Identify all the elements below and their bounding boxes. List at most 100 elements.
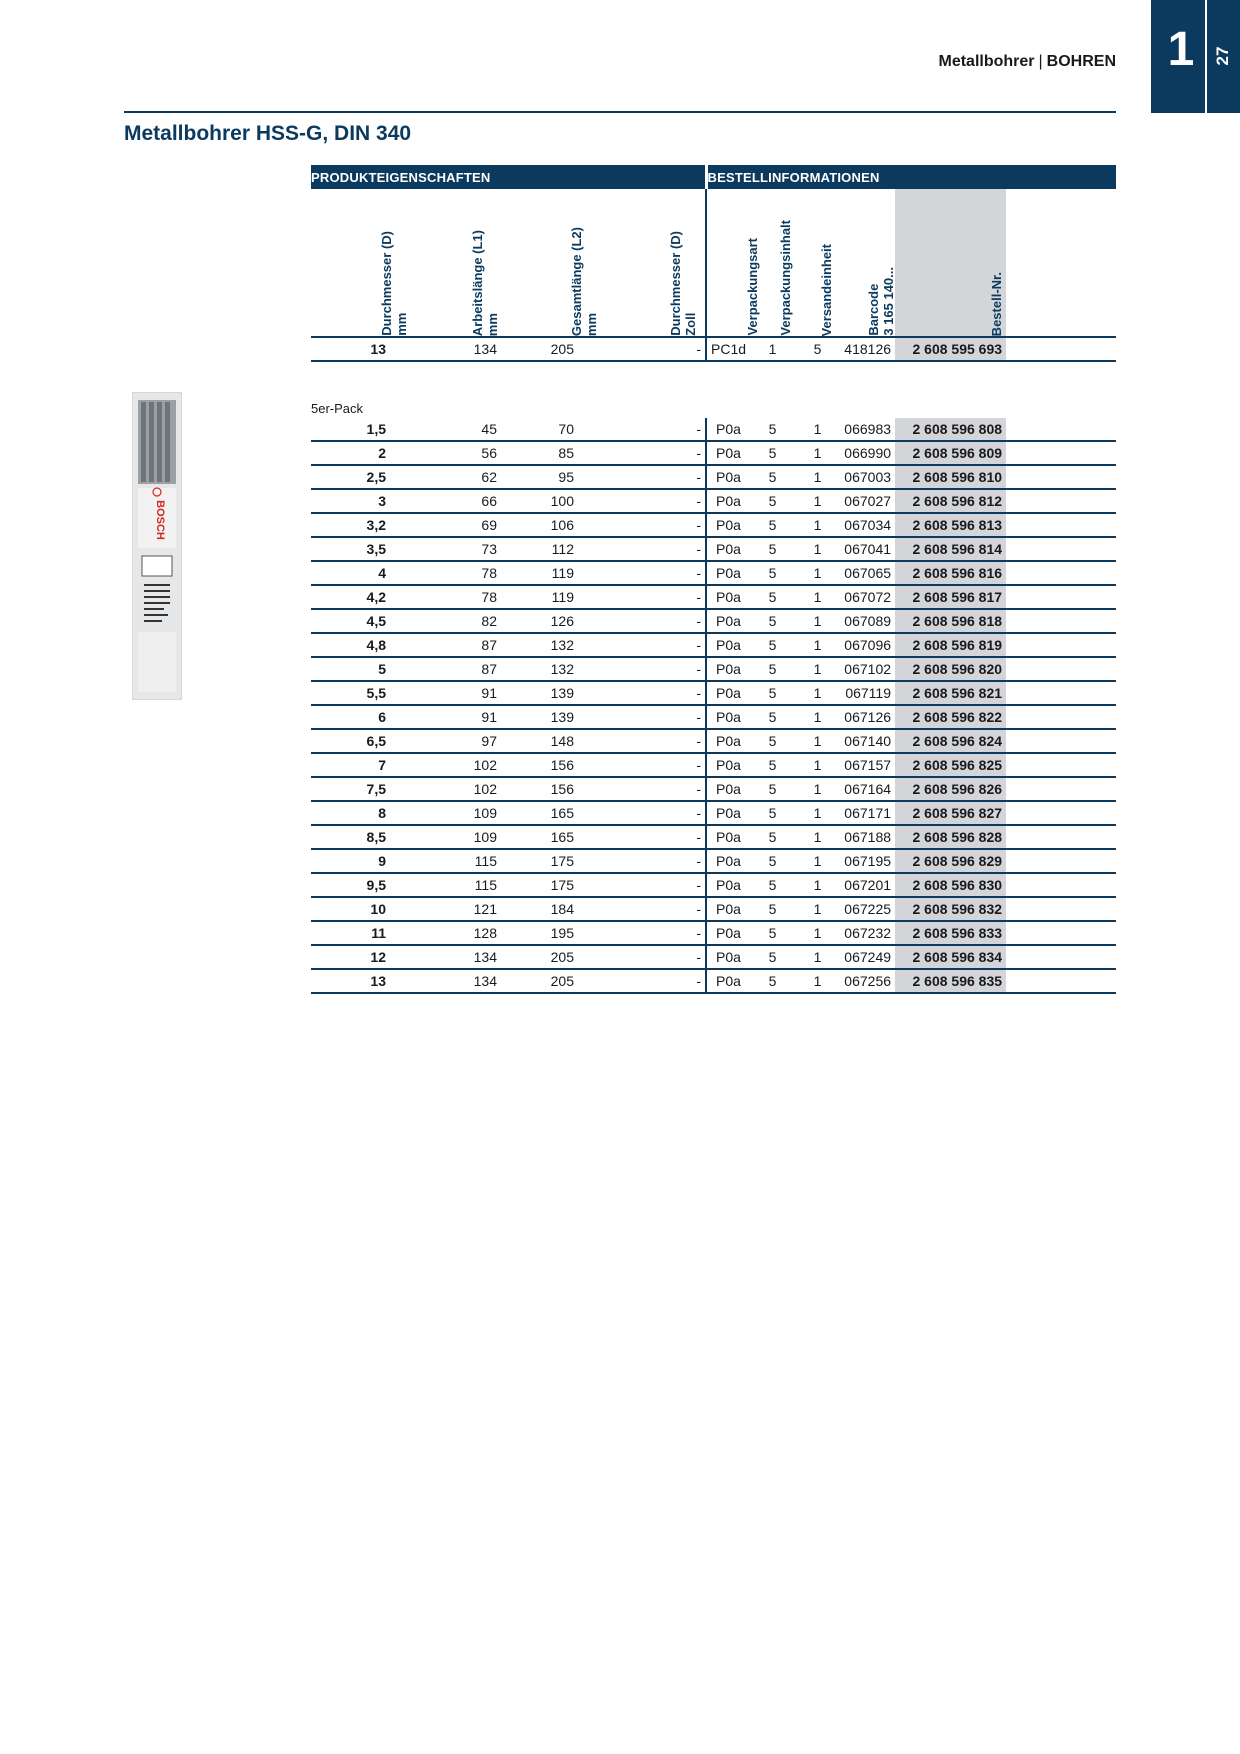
cell-diameter-mm: 4,2 [311,585,408,610]
cell-total-length: 184 [507,897,606,922]
cell-packaging-content: 5 [750,537,796,562]
cell-shipping-unit: 1 [795,945,841,970]
section-label: Metallbohrer [938,53,1035,70]
cell-working-length: 134 [408,969,507,994]
cell-empty [1006,729,1117,754]
cell-order-number: 2 608 596 832 [895,897,1007,922]
cell-order-number: 2 608 596 833 [895,921,1007,946]
cell-order-number: 2 608 596 816 [895,561,1007,586]
cell-packaging-content: 5 [750,801,796,826]
col-header-empty [1006,189,1117,338]
cell-packaging-type: P0a [706,801,751,826]
cell-barcode: 067065 [840,561,896,586]
cell-empty [1006,897,1117,922]
cell-packaging-type: P0a [706,777,751,802]
cell-working-length: 62 [408,465,507,490]
cell-total-length: 119 [507,561,606,586]
cell-order-number: 2 608 596 830 [895,873,1007,898]
cell-barcode: 067096 [840,633,896,658]
cell-packaging-content: 5 [750,609,796,634]
cell-empty [1006,705,1117,730]
cell-diameter-inch: - [606,873,708,898]
cell-packaging-content: 5 [750,777,796,802]
cell-working-length: 45 [408,418,507,442]
cell-diameter-inch: - [606,705,708,730]
cell-order-number: 2 608 596 818 [895,609,1007,634]
product-table: PRODUKTEIGENSCHAFTEN BESTELLINFORMATIONE… [311,165,1117,994]
cell-order-number: 2 608 596 809 [895,441,1007,466]
cell-diameter-mm: 5 [311,657,408,682]
cell-empty [1006,561,1117,586]
cell-shipping-unit: 1 [795,657,841,682]
cell-barcode: 067041 [840,537,896,562]
cell-packaging-content: 5 [750,849,796,874]
col-header-diameter-mm: Durchmesser (D)mm [311,189,409,338]
cell-total-length: 95 [507,465,606,490]
cell-packaging-type: P0a [706,969,751,994]
cell-packaging-content: 5 [750,705,796,730]
col-header-total-length: Gesamtlänge (L2)mm [507,189,606,338]
cell-diameter-inch: - [606,945,708,970]
cell-diameter-mm: 3,5 [311,537,408,562]
cell-order-number: 2 608 596 810 [895,465,1007,490]
cell-diameter-mm: 12 [311,945,408,970]
cell-packaging-type: P0a [706,465,751,490]
page-number: 27 [1213,46,1232,66]
pack-label-row: 5er-Pack [311,392,1116,418]
cell-working-length: 66 [408,489,507,514]
group-header-row: PRODUKTEIGENSCHAFTEN BESTELLINFORMATIONE… [311,165,1117,189]
cell-order-number: 2 608 596 814 [895,537,1007,562]
cell-diameter-inch: - [606,969,708,994]
cell-diameter-inch: - [606,337,708,362]
cell-diameter-inch: - [606,489,708,514]
cell-diameter-mm: 11 [311,921,408,946]
cell-total-length: 119 [507,585,606,610]
cell-diameter-inch: - [606,753,708,778]
running-header: Metallbohrer|BOHREN [938,53,1116,71]
cell-order-number: 2 608 596 829 [895,849,1007,874]
cell-total-length: 195 [507,921,606,946]
cell-diameter-inch: - [606,657,708,682]
cell-packaging-content: 5 [750,825,796,850]
cell-empty [1006,585,1117,610]
cell-shipping-unit: 1 [795,489,841,514]
cell-diameter-inch: - [606,418,708,442]
group-header-order: BESTELLINFORMATIONEN [704,165,1117,189]
cell-order-number: 2 608 596 824 [895,729,1007,754]
cell-diameter-mm: 5,5 [311,681,408,706]
cell-shipping-unit: 1 [795,801,841,826]
cell-barcode: 067225 [840,897,896,922]
cell-empty [1006,513,1117,538]
cell-packaging-content: 1 [750,337,796,362]
cell-packaging-type: P0a [706,825,751,850]
cell-order-number: 2 608 596 813 [895,513,1007,538]
cell-packaging-content: 5 [750,873,796,898]
cell-packaging-content: 5 [750,729,796,754]
group-header-product: PRODUKTEIGENSCHAFTEN [311,165,707,189]
cell-total-length: 112 [507,537,606,562]
chapter-number: 1 [1167,23,1195,76]
cell-barcode: 067140 [840,729,896,754]
cell-total-length: 156 [507,753,606,778]
cell-shipping-unit: 1 [795,441,841,466]
cell-order-number: 2 608 596 812 [895,489,1007,514]
cell-working-length: 102 [408,777,507,802]
cell-order-number: 2 608 596 817 [895,585,1007,610]
cell-total-length: 205 [507,945,606,970]
cell-diameter-mm: 9 [311,849,408,874]
cell-empty [1006,801,1117,826]
cell-barcode: 067126 [840,705,896,730]
cell-order-number: 2 608 596 822 [895,705,1007,730]
cell-diameter-inch: - [606,921,708,946]
cell-working-length: 128 [408,921,507,946]
cell-barcode: 066983 [840,418,896,442]
